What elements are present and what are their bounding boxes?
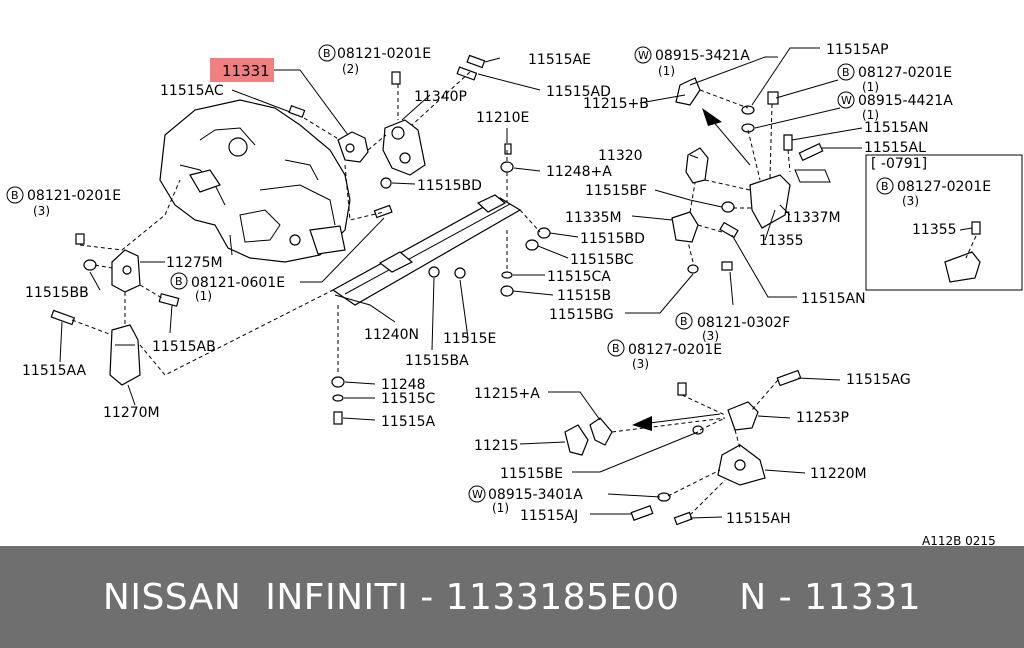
svg-text:B: B bbox=[680, 315, 688, 328]
label-11275m[interactable]: 11275M bbox=[166, 255, 223, 271]
label-11355[interactable]: 11355 bbox=[759, 233, 804, 249]
label-08121-0302f[interactable]: 08121-0302F bbox=[697, 315, 790, 331]
label-11220m[interactable]: 11220M bbox=[810, 466, 867, 482]
svg-text:B: B bbox=[842, 66, 850, 79]
label-11515ap[interactable]: 11515AP bbox=[826, 42, 889, 58]
label-11515bg[interactable]: 11515BG bbox=[549, 307, 614, 323]
label-inset-range: [ -0791] bbox=[871, 156, 927, 172]
mount-lower-right bbox=[564, 369, 802, 526]
label-11253p[interactable]: 11253P bbox=[796, 410, 849, 426]
label-qty: (2) bbox=[342, 62, 359, 76]
label-11515aa[interactable]: 11515AA bbox=[22, 363, 87, 379]
label-qty: (3) bbox=[902, 194, 919, 208]
label-08915-4421a[interactable]: 08915-4421A bbox=[858, 93, 953, 109]
svg-text:B: B bbox=[881, 180, 889, 193]
svg-text:W: W bbox=[841, 94, 852, 107]
label-11515be[interactable]: 11515BE bbox=[500, 466, 563, 482]
bracket-11331 bbox=[337, 131, 369, 163]
highlight-box bbox=[210, 58, 274, 82]
engine-block bbox=[159, 99, 351, 263]
svg-text:W: W bbox=[472, 488, 483, 501]
mount-11275m bbox=[75, 233, 180, 307]
part-labels: 08121-0201E (2) 11515AE 11515AD 11515AC … bbox=[22, 42, 996, 546]
label-11515an[interactable]: 11515AN bbox=[864, 120, 929, 136]
dashed-lines bbox=[71, 71, 791, 516]
label-11270m[interactable]: 11270M bbox=[103, 405, 160, 421]
crossmember-11240n bbox=[331, 194, 522, 306]
label-11215a[interactable]: 11215+A bbox=[474, 386, 540, 402]
label-08127-0201e-inset[interactable]: 08127-0201E bbox=[897, 179, 991, 195]
svg-text:B: B bbox=[11, 189, 19, 202]
label-11515e[interactable]: 11515E bbox=[443, 331, 496, 347]
label-qty: (1) bbox=[862, 80, 879, 94]
label-11240n[interactable]: 11240N bbox=[364, 327, 419, 343]
label-11515bd-mid[interactable]: 11515BD bbox=[580, 231, 645, 247]
label-11515ba[interactable]: 11515BA bbox=[405, 353, 469, 369]
mount-11270m bbox=[50, 309, 141, 386]
parts-diagram: 11331 bbox=[6, 42, 1023, 546]
label-08121-0201e-left[interactable]: 08121-0201E bbox=[27, 188, 121, 204]
label-11515bc[interactable]: 11515BC bbox=[570, 252, 634, 268]
label-11515aj[interactable]: 11515AJ bbox=[520, 508, 578, 524]
banner-text: NISSAN INFINITI - 1133185E00 N - 11331 bbox=[102, 576, 922, 618]
label-11515ae[interactable]: 11515AE bbox=[528, 52, 591, 68]
label-11515ca[interactable]: 11515CA bbox=[547, 269, 611, 285]
small-bolts bbox=[288, 54, 739, 297]
label-11320[interactable]: 11320 bbox=[598, 148, 643, 164]
label-08121-0201e-top[interactable]: 08121-0201E bbox=[337, 46, 431, 62]
label-08915-3421a[interactable]: 08915-3421A bbox=[655, 48, 750, 64]
label-11515bb[interactable]: 11515BB bbox=[25, 285, 89, 301]
label-11515bd[interactable]: 11515BD bbox=[417, 178, 482, 194]
svg-text:B: B bbox=[323, 47, 331, 60]
reference-code: A112B 0215 bbox=[922, 534, 996, 546]
leader-lines bbox=[59, 47, 973, 519]
label-qty: (3) bbox=[33, 204, 50, 218]
label-08127-0201e-low[interactable]: 08127-0201E bbox=[628, 342, 722, 358]
label-11355-inset[interactable]: 11355 bbox=[912, 222, 957, 238]
inset-box bbox=[865, 154, 1023, 291]
svg-text:B: B bbox=[612, 342, 620, 355]
label-11515ac[interactable]: 11515AC bbox=[160, 83, 224, 99]
label-11515an-bot[interactable]: 11515AN bbox=[801, 291, 866, 307]
circle-markers: B B B W B W B B B W bbox=[6, 44, 894, 503]
label-08121-0601e[interactable]: 08121-0601E bbox=[191, 275, 285, 291]
label-11515c[interactable]: 11515C bbox=[381, 391, 436, 407]
fastener-stack-low bbox=[331, 376, 345, 425]
bracket-11340p bbox=[382, 119, 426, 176]
label-11515al[interactable]: 11515AL bbox=[864, 140, 926, 156]
label-11210e[interactable]: 11210E bbox=[476, 110, 529, 126]
label-08127-0201e-r[interactable]: 08127-0201E bbox=[858, 65, 952, 81]
label-11335m[interactable]: 11335M bbox=[565, 210, 622, 226]
label-11515b[interactable]: 11515B bbox=[557, 288, 611, 304]
label-11248a[interactable]: 11248+A bbox=[546, 164, 612, 180]
part-number-banner: NISSAN INFINITI - 1133185E00 N - 11331 bbox=[0, 546, 1024, 648]
label-11340p[interactable]: 11340P bbox=[414, 89, 467, 105]
svg-text:W: W bbox=[638, 49, 649, 62]
label-11515ab[interactable]: 11515AB bbox=[152, 339, 216, 355]
label-qty: (3) bbox=[632, 357, 649, 371]
label-11337m[interactable]: 11337M bbox=[784, 210, 841, 226]
label-11515ah[interactable]: 11515AH bbox=[726, 511, 791, 527]
svg-text:B: B bbox=[175, 275, 183, 288]
label-qty: (1) bbox=[195, 289, 212, 303]
label-11248[interactable]: 11248 bbox=[381, 377, 426, 393]
label-11515bf[interactable]: 11515BF bbox=[585, 183, 647, 199]
label-qty: (1) bbox=[658, 64, 675, 78]
label-11215[interactable]: 11215 bbox=[474, 438, 519, 454]
label-11515a[interactable]: 11515A bbox=[381, 414, 436, 430]
label-11331[interactable]: 11331 bbox=[222, 62, 270, 80]
label-08915-3401a[interactable]: 08915-3401A bbox=[488, 487, 583, 503]
label-qty: (3) bbox=[702, 329, 719, 343]
label-11515ad[interactable]: 11515AD bbox=[546, 84, 611, 100]
label-qty: (1) bbox=[492, 501, 509, 515]
label-11515ag[interactable]: 11515AG bbox=[846, 372, 911, 388]
label-qty: (1) bbox=[862, 108, 879, 122]
label-11215b[interactable]: 11215+B bbox=[583, 96, 649, 112]
